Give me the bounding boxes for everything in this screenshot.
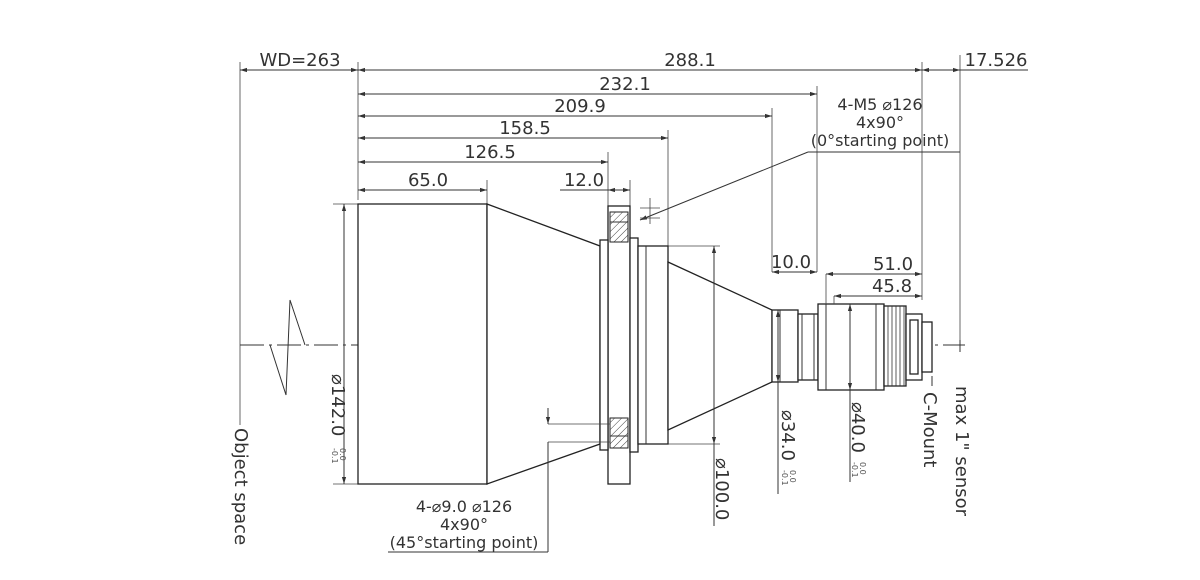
diameter-dimensions: ⌀142.0 0.0 -0.1 ⌀100.0 ⌀34.0 0.0 -0.1 ⌀4… [327,204,868,526]
dim-232: 232.1 [599,74,651,95]
knurled-grip [883,305,907,387]
top-hole-callout: 4-M5 ⌀126 4x90° (0°starting point) [639,95,960,224]
dim-d34-tol-bot: -0.1 [780,470,789,486]
iris-section [817,303,885,391]
dim-d40: ⌀40.0 [847,402,868,453]
dim-209: 209.9 [554,96,606,117]
callout-bottom-line1: 4-⌀9.0 ⌀126 [416,497,512,516]
dim-158: 158.5 [499,118,551,139]
flange-hole-top [609,211,629,243]
dim-d142-tol-bot: -0.1 [330,448,339,464]
rear-tube [771,309,799,383]
axis-break-symbol [269,299,306,396]
callout-bottom-line2: 4x90° [440,515,488,534]
dim-d142: ⌀142.0 [327,374,348,436]
extension-lines [239,55,961,485]
dim-10: 10.0 [771,252,811,273]
dim-45: 45.8 [872,276,912,297]
front-barrel [357,203,488,485]
dim-wd: WD=263 [259,50,340,71]
rear-cone [667,260,773,432]
label-sensor: max 1" sensor [951,386,972,517]
dim-d100: ⌀100.0 [711,458,732,520]
dim-d34-tol-top: 0.0 [788,470,797,483]
dim-65: 65.0 [408,170,448,191]
dim-51: 51.0 [873,254,913,275]
lens-body [357,203,933,485]
flange-hole-bottom [609,417,629,449]
dim-12: 12.0 [564,170,604,191]
callout-bottom-line3: (45°starting point) [390,533,539,552]
dim-overall-length: 288.1 [664,50,716,71]
dim-d40-tol-top: 0.0 [858,462,867,475]
callout-top-line1: 4-M5 ⌀126 [837,95,922,114]
focus-ring [797,313,819,381]
dim-d142-tol-top: 0.0 [338,448,347,461]
label-object-space: Object space [230,428,251,545]
dim-d34: ⌀34.0 [777,410,798,461]
rear-barrel [637,245,669,445]
callout-top-line3: (0°starting point) [811,131,950,150]
label-c-mount: C-Mount [919,392,940,467]
callout-top-line2: 4x90° [856,113,904,132]
dim-d40-tol-bot: -0.1 [850,462,859,478]
dim-126: 126.5 [464,142,516,163]
plane-labels: Object space C-Mount max 1" sensor [230,340,972,545]
horizontal-dimensions: WD=263 288.1 17.526 232.1 209.9 158.5 12… [240,50,1028,304]
dim-flange-to-sensor: 17.526 [965,50,1028,71]
bottom-hole-callout: 4-⌀9.0 ⌀126 4x90° (45°starting point) [388,408,610,553]
